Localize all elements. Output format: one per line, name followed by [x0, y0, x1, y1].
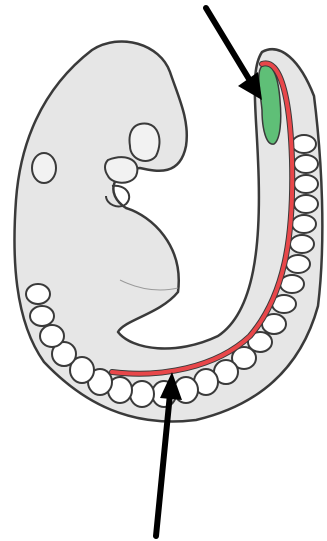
pointer-arrow-top [206, 8, 262, 100]
pharyngeal-arch [105, 157, 137, 183]
otic-vesicle [129, 123, 159, 160]
eye-outline [32, 153, 56, 183]
